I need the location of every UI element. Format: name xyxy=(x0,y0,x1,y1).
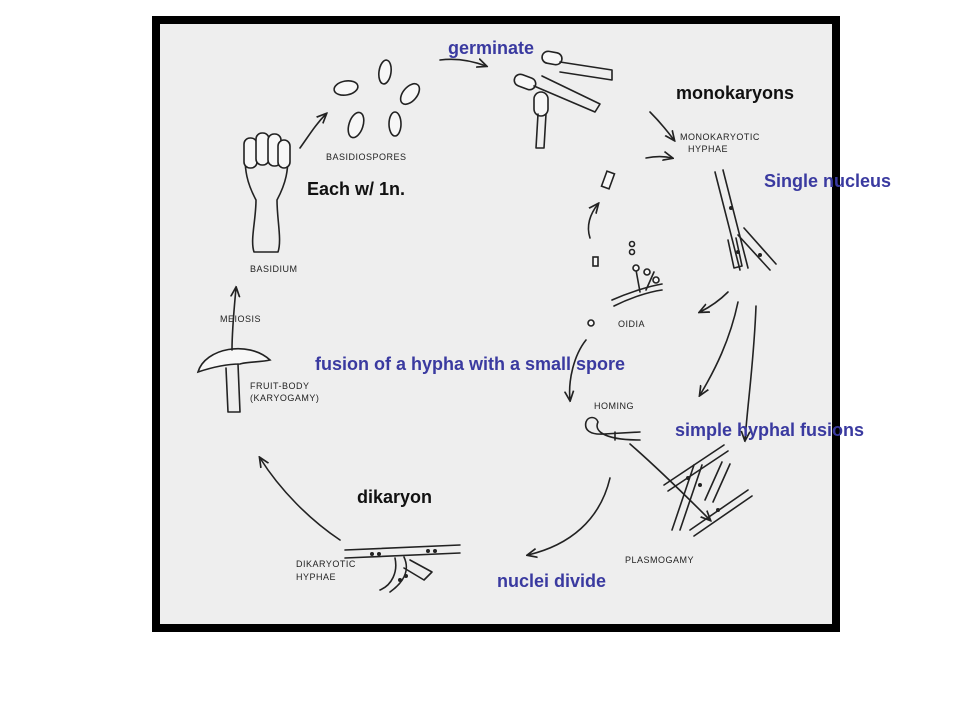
label-homing: HOMING xyxy=(594,401,634,411)
label-basidiospores: BASIDIOSPORES xyxy=(326,152,407,162)
monokaryotic-hyphae-illustration xyxy=(714,169,777,271)
homing-illustration xyxy=(584,416,641,441)
label-monokaryotic-2: HYPHAE xyxy=(688,144,728,154)
basidiospores-illustration xyxy=(333,59,421,139)
label-dikaryotic-1: DIKARYOTIC xyxy=(296,559,356,569)
annotation-fusion: fusion of a hypha with a small spore xyxy=(315,354,626,374)
annotation-germinate: germinate xyxy=(448,38,535,58)
label-meiosis: MEIOSIS xyxy=(220,314,261,324)
cycle-arrows xyxy=(232,59,757,555)
plasmogamy-illustration xyxy=(663,444,753,537)
basidium-illustration xyxy=(243,132,291,253)
label-oidia: OIDIA xyxy=(618,319,645,329)
diagram-paper xyxy=(160,24,832,624)
oidia-illustration xyxy=(587,170,663,327)
germinating-spores-illustration xyxy=(513,50,613,149)
label-fruit-body-1: FRUIT-BODY xyxy=(250,381,310,391)
fruit-body-illustration xyxy=(196,347,272,413)
label-fruit-body-2: (KARYOGAMY) xyxy=(250,393,319,403)
annotation-each-1n: Each w/ 1n. xyxy=(307,179,406,199)
label-monokaryotic-1: MONOKARYOTIC xyxy=(680,132,760,142)
annotation-monokaryons: monokaryons xyxy=(676,83,795,103)
annotation-simple-fusions: simple hyphal fusions xyxy=(675,420,865,440)
annotation-single-nucleus: Single nucleus xyxy=(764,171,892,191)
dikaryotic-hyphae-illustration xyxy=(344,544,461,593)
annotation-nuclei-divide: nuclei divide xyxy=(497,571,607,591)
label-plasmogamy: PLASMOGAMY xyxy=(625,555,694,565)
annotation-dikaryon: dikaryon xyxy=(357,487,433,507)
diagram-frame xyxy=(152,16,840,632)
label-dikaryotic-2: HYPHAE xyxy=(296,572,336,582)
label-basidium: BASIDIUM xyxy=(250,264,298,274)
